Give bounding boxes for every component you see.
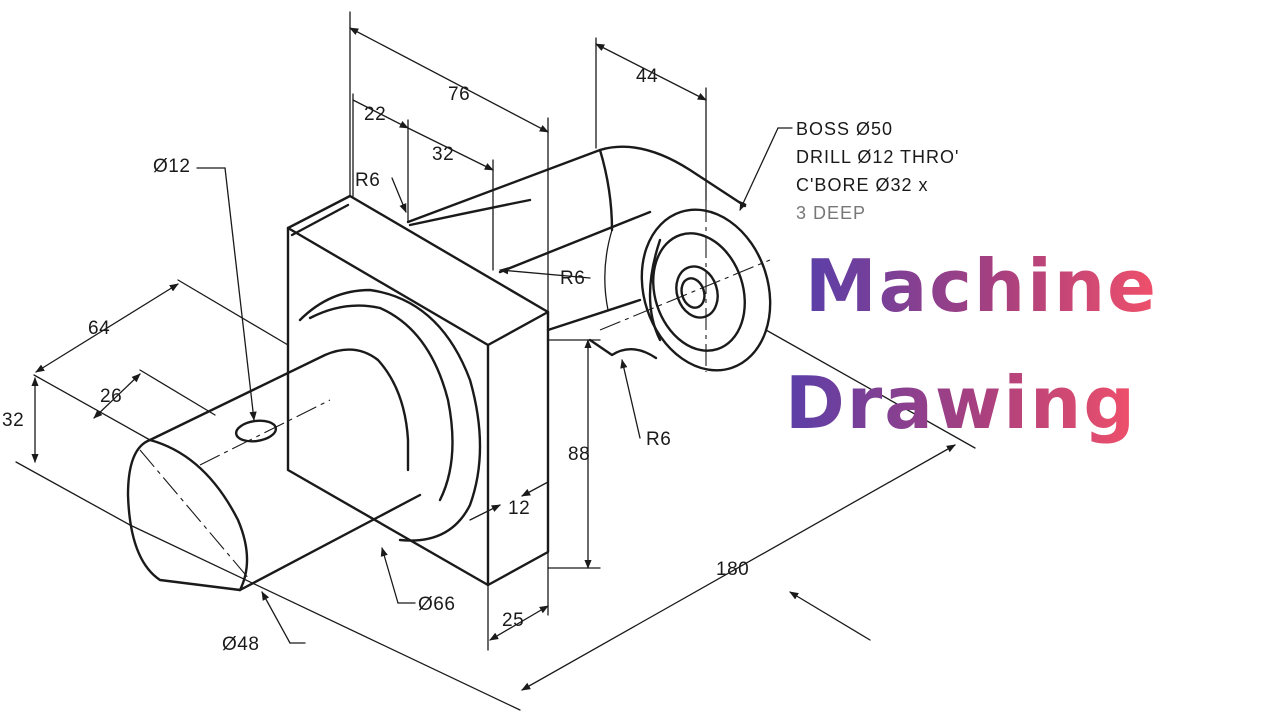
dim-25: 25	[502, 610, 524, 631]
dim-12: 12	[508, 498, 530, 519]
radius-mid-label: R6	[560, 268, 585, 289]
boss-note-line2: DRILL Ø12 THRO'	[796, 147, 959, 167]
centre-lines	[139, 200, 771, 581]
dia-48-label: Ø48	[222, 634, 259, 655]
base-block	[286, 194, 550, 587]
dimension-lines	[15, 11, 976, 711]
boss-note: BOSS Ø50 DRILL Ø12 THRO' C'BORE Ø32 x 3 …	[796, 119, 959, 223]
boss-note-line3: C'BORE Ø32 x	[796, 175, 928, 195]
radius-low-label: R6	[646, 429, 671, 450]
boss	[640, 208, 772, 372]
front-shaft	[126, 348, 422, 592]
dim-64: 64	[88, 318, 110, 339]
dim-44: 44	[636, 66, 658, 87]
dim-88: 88	[568, 444, 590, 465]
dimension-labels: 76 44 22 32 R6 R6 R6 Ø12 64 26 32 88 12 …	[2, 66, 749, 655]
dim-32-top: 32	[432, 144, 454, 165]
collar	[298, 288, 482, 542]
dim-180: 180	[716, 559, 749, 580]
boss-note-line4: 3 DEEP	[796, 203, 866, 223]
title-overlay: Machine Drawing	[785, 244, 1158, 445]
title-line1: Machine	[805, 244, 1158, 328]
radius-top-label: R6	[355, 170, 380, 191]
rear-arm	[406, 145, 747, 360]
dia-12-label: Ø12	[153, 156, 190, 177]
dim-32-left: 32	[2, 410, 24, 431]
dia-66-label: Ø66	[418, 594, 455, 615]
dim-76: 76	[448, 84, 470, 105]
dim-26: 26	[100, 386, 122, 407]
title-line2: Drawing	[785, 361, 1137, 445]
boss-note-line1: BOSS Ø50	[796, 119, 893, 139]
dim-22: 22	[364, 104, 386, 125]
